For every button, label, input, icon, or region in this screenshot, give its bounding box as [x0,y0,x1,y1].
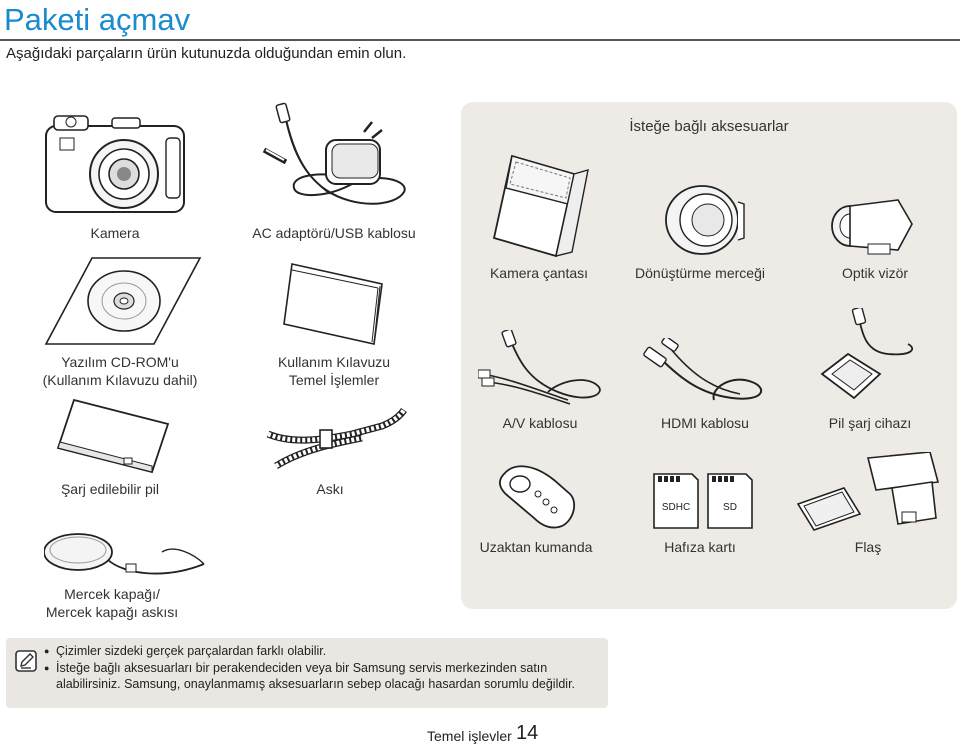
note-pencil-icon [14,649,38,673]
optical-viewfinder-illustration [828,194,918,258]
lens-cap-illustration [44,524,214,586]
camera-case-label: Kamera çantası [489,265,589,281]
battery-label: Şarj edilebilir pil [60,481,160,497]
cdrom-label-line2: (Kullanım Kılavuzu dahil) [42,372,198,388]
title-rule [0,39,960,41]
sdhc-card-text: SDHC [662,502,690,513]
page-title: Paketi açmav [4,2,191,37]
remote-control-label: Uzaktan kumanda [479,539,593,555]
note-list: Çizimler sizdeki gerçek parçalardan fark… [44,643,596,693]
manual-illustration [282,262,386,346]
footer-section-name: Temel işlevler [427,728,512,744]
camera-case-illustration [492,152,592,258]
cdrom-label-line1: Yazılım CD-ROM'u [61,354,179,370]
ac-adapter-label: AC adaptörü/USB kablosu [252,225,416,241]
battery-illustration [54,398,172,474]
conversion-lens-illustration [662,182,746,258]
optical-viewfinder-label: Optik vizör [841,265,909,281]
av-cable-illustration [478,330,608,410]
hdmi-cable-label: HDMI kablosu [661,415,749,431]
optional-accessories-title: İsteğe bağlı aksesuarlar [629,118,789,135]
ac-adapter-illustration [256,102,416,220]
hdmi-cable-illustration [640,338,770,410]
lens-cap-label-line2: Mercek kapağı askısı [45,604,179,620]
manual-label-line1: Kullanım Kılavuzu [277,354,391,370]
note-item: İsteğe bağlı aksesuarları bir perakendec… [44,660,596,693]
sd-card-text: SD [723,502,737,513]
page-subtitle: Aşağıdaki parçaların ürün kutunuzda oldu… [6,45,407,62]
page-number: 14 [516,722,539,744]
battery-charger-label: Pil şarj cihazı [828,415,912,431]
memory-card-illustration: SDHC SD [650,470,760,530]
flash-label: Flaş [854,539,882,555]
lens-cap-label-line1: Mercek kapağı/ [64,586,160,602]
conversion-lens-label: Dönüştürme merceği [635,265,765,281]
memory-card-label: Hafıza kartı [664,539,736,555]
remote-control-illustration [494,460,578,532]
note-item: Çizimler sizdeki gerçek parçalardan fark… [44,643,596,660]
cdrom-illustration [44,256,204,346]
note-box: Çizimler sizdeki gerçek parçalardan fark… [6,638,608,708]
strap-label: Askı [316,481,344,497]
strap-illustration [262,404,412,476]
camera-illustration [42,108,192,218]
manual-label-line2: Temel İşlemler [288,372,380,388]
av-cable-label: A/V kablosu [502,415,578,431]
flash-illustration [794,452,944,532]
camera-label: Kamera [90,225,140,241]
battery-charger-illustration [818,308,918,404]
